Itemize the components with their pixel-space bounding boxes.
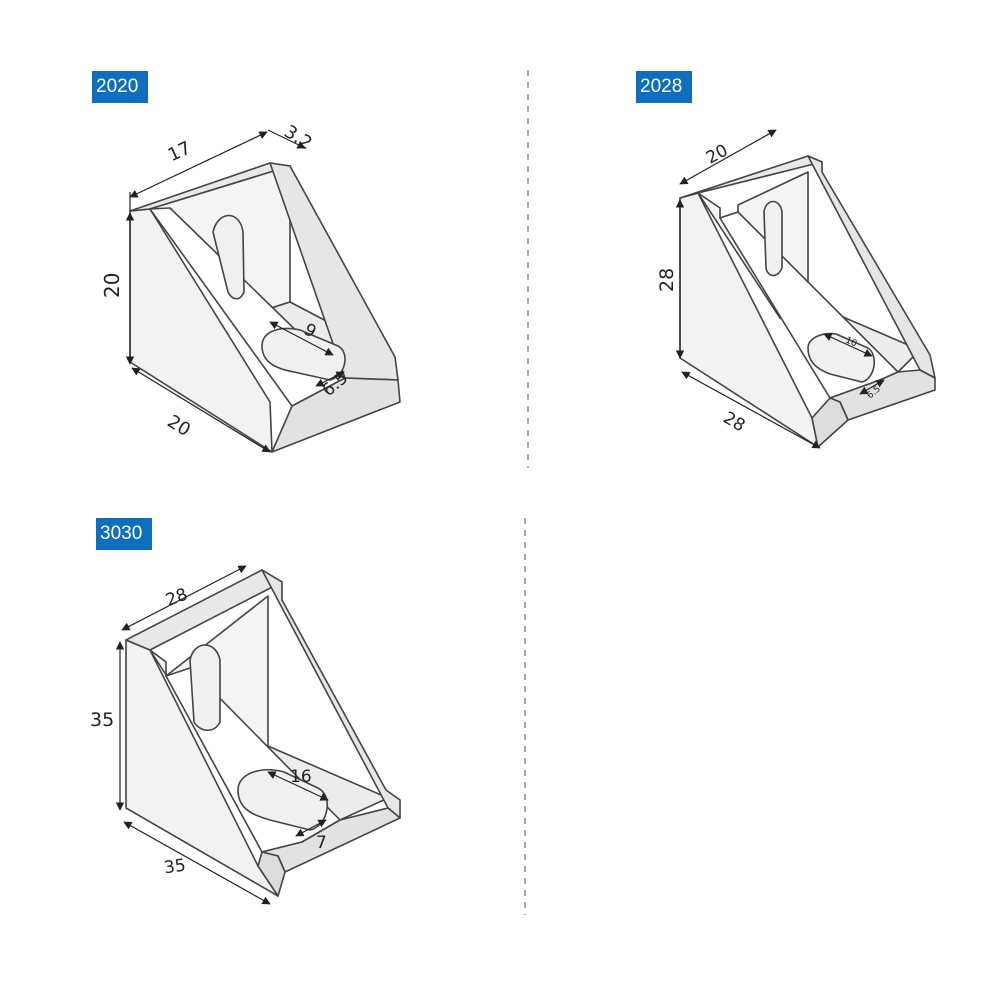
model-tag-2020: 2020 (92, 71, 148, 103)
dimensions-2020 (125, 129, 345, 453)
dimensions-3030 (115, 565, 329, 905)
bracket-2028 (679, 155, 936, 448)
dim-2028-top-length: 20 (703, 141, 731, 169)
dim-2020-top-length: 17 (165, 137, 195, 166)
model-tag-2028: 2028 (636, 71, 692, 103)
bracket-2020 (129, 162, 401, 453)
dim-3030-slot-width: 7 (316, 833, 327, 853)
dim-3030-slot-length: 16 (290, 767, 312, 787)
dim-3030-base-length: 35 (163, 855, 187, 878)
dim-2028-slot-length: 10 (844, 336, 859, 350)
dim-2028-height: 28 (656, 268, 678, 292)
dim-2020-base-length: 20 (163, 411, 194, 441)
model-tag-3030: 3030 (96, 518, 152, 550)
dim-2020-thickness: 3.2 (280, 121, 315, 154)
bracket-3030 (125, 569, 401, 897)
dimensions-2028 (675, 129, 885, 449)
dim-2020-height: 20 (100, 273, 124, 298)
dim-2028-base-length: 28 (720, 408, 749, 436)
dim-3030-height: 35 (90, 709, 114, 731)
